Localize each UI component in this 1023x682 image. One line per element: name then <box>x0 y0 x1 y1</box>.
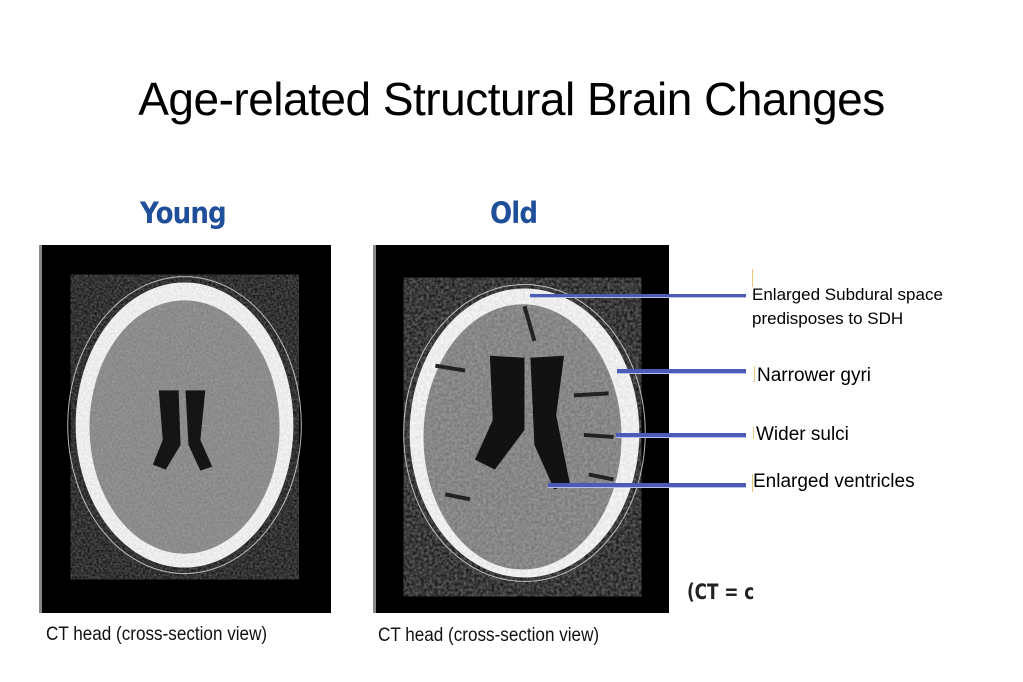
annotation-subdural-line1: Enlarged Subdural space <box>752 285 943 304</box>
caption-young: CT head (cross-section view) <box>46 624 268 645</box>
annotation-subdural-line2: predisposes to SDH <box>752 309 904 328</box>
callout-line-sulci <box>616 433 746 437</box>
annotation-wider-sulci: Wider sulci <box>756 424 849 445</box>
callout-line-gyri <box>617 369 746 373</box>
annotation-tick <box>752 474 753 492</box>
panel-label-young: Young <box>140 196 227 230</box>
annotation-subdural: Enlarged Subdural space predisposes to S… <box>752 283 943 331</box>
ct-footnote: (CT = c <box>687 580 755 604</box>
ct-image-young <box>39 245 331 613</box>
caption-old: CT head (cross-section view) <box>378 625 600 646</box>
callout-line-ventricles <box>548 483 746 487</box>
annotation-tick <box>753 427 754 439</box>
brain-ct-young-graphic <box>67 276 302 574</box>
brain-ct-old-graphic <box>403 283 646 582</box>
ct-image-old <box>373 245 669 613</box>
slide-title: Age-related Structural Brain Changes <box>138 73 885 125</box>
annotation-narrower-gyri: Narrower gyri <box>757 365 872 386</box>
annotation-enlarged-ventricles: Enlarged ventricles <box>753 471 915 492</box>
callout-line-subdural <box>530 294 746 297</box>
annotation-tick <box>752 269 753 287</box>
panel-label-old: Old <box>490 196 538 230</box>
annotation-tick <box>754 366 755 382</box>
